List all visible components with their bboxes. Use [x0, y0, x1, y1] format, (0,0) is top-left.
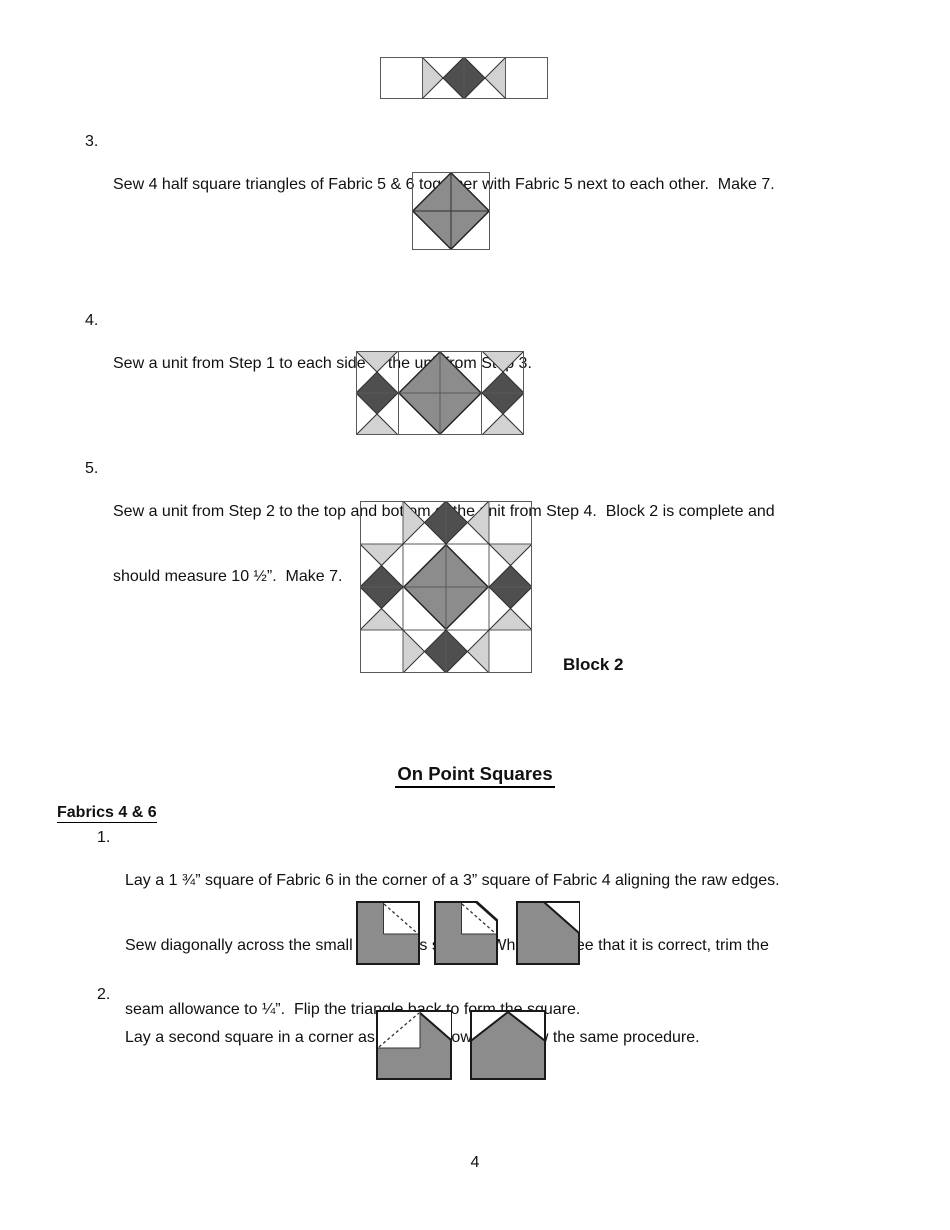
page-number: 4 — [470, 1154, 480, 1171]
step2-unit-strip-diagram — [380, 57, 548, 99]
instruction-step-5: 5. Sew a unit from Step 2 to the top and… — [85, 458, 775, 630]
bottom-row-units — [403, 630, 489, 673]
second-corner-result-diagram — [470, 1010, 546, 1080]
list-number: 3. — [85, 133, 99, 150]
corner-flip-diagram — [516, 901, 580, 965]
block2-label: Block 2 — [563, 655, 624, 674]
section-heading-row: On Point Squares — [0, 763, 950, 788]
list-number: 1. — [97, 829, 111, 846]
top-row-units — [403, 501, 489, 544]
instruction-text: should measure 10 ½”. Make 7. — [113, 567, 343, 585]
instruction-text: Lay a 1 ¾” square of Fabric 6 in the cor… — [125, 872, 780, 889]
corner-trim-diagram — [434, 901, 498, 965]
section-title: On Point Squares — [395, 763, 555, 788]
fabrics-heading: Fabrics 4 & 6 — [57, 804, 157, 823]
second-corner-sew-diagram — [376, 1010, 452, 1080]
list-number: 4. — [85, 312, 99, 329]
list-number: 2. — [97, 986, 111, 1003]
step3-unit-diagram — [412, 172, 490, 250]
step4-unit-diagram — [356, 351, 524, 435]
list-number: 5. — [85, 460, 99, 477]
instruction-text: Sew a unit from Step 2 to the top and bo… — [113, 503, 775, 520]
block2-diagram — [360, 501, 532, 673]
corner-sew-diagram — [356, 901, 420, 965]
